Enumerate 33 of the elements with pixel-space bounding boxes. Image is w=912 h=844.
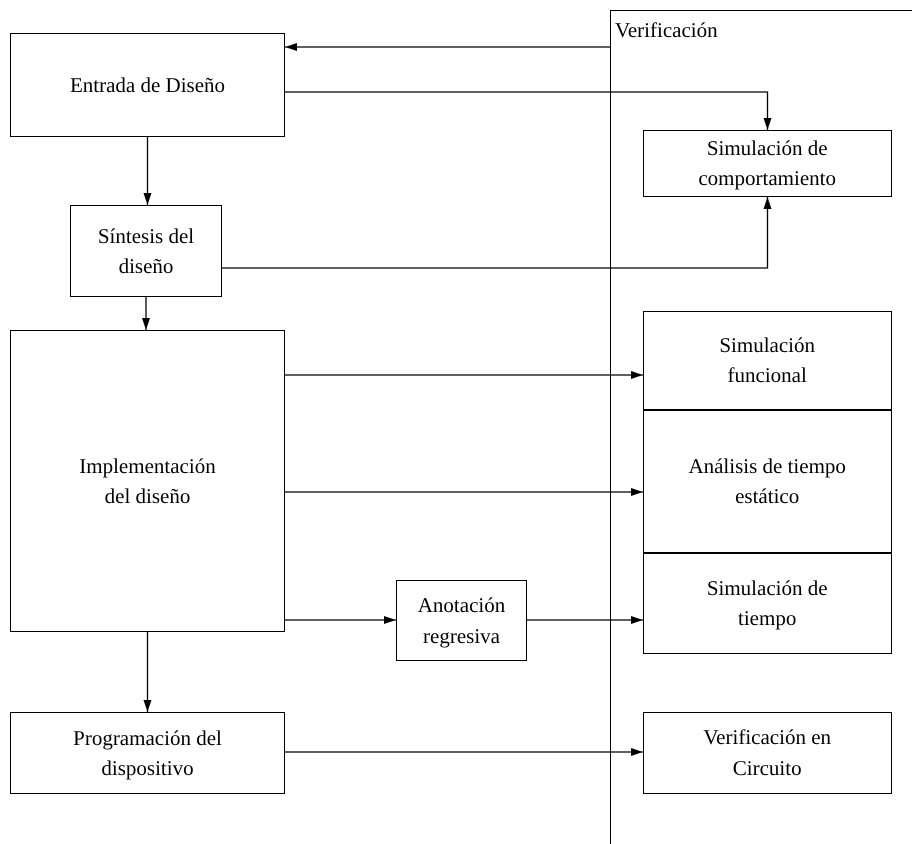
arrow bbox=[144, 632, 152, 712]
process-box bbox=[10, 712, 285, 794]
arrow bbox=[222, 197, 772, 269]
arrow bbox=[285, 488, 643, 496]
box-label: Anotación regresiva bbox=[416, 592, 506, 650]
arrow bbox=[285, 748, 643, 756]
arrow bbox=[144, 137, 152, 205]
arrow bbox=[285, 371, 643, 379]
process-box bbox=[396, 580, 527, 661]
process-box bbox=[10, 330, 285, 632]
process-box bbox=[642, 130, 892, 197]
process-box bbox=[642, 712, 892, 794]
box-label: Programación del dispositivo bbox=[72, 724, 223, 782]
box-label: Simulación de comportamiento bbox=[697, 134, 837, 192]
process-box bbox=[642, 310, 892, 410]
box-label: Implementación del diseño bbox=[78, 452, 217, 510]
box-label: Simulación de tiempo bbox=[706, 574, 829, 632]
arrow bbox=[285, 43, 611, 51]
region-label: Verificación bbox=[615, 17, 718, 44]
arrow bbox=[527, 616, 643, 624]
box-label: Verificación en Circuito bbox=[702, 724, 832, 782]
process-box bbox=[642, 552, 892, 654]
process-box bbox=[10, 33, 285, 137]
process-box bbox=[70, 205, 222, 297]
box-label: Síntesis del diseño bbox=[96, 222, 196, 280]
box-label: Simulación funcional bbox=[718, 332, 816, 390]
process-box bbox=[642, 410, 892, 553]
arrow bbox=[142, 297, 150, 330]
arrow bbox=[285, 616, 396, 624]
arrow bbox=[285, 91, 772, 130]
verification-region bbox=[610, 10, 912, 844]
box-label: Análisis de tiempo estático bbox=[687, 452, 847, 510]
box-label: Entrada de Diseño bbox=[70, 72, 226, 99]
